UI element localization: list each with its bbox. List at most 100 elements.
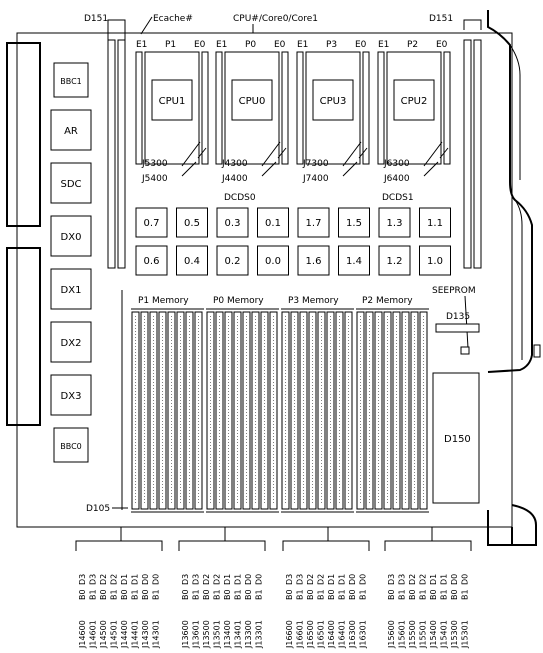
dimm-code-label: B1 — [317, 589, 326, 600]
dimm-connector-label: J13301 — [255, 620, 264, 649]
cpu-chip — [231, 79, 273, 121]
chip-dx3: DX3 — [50, 374, 92, 416]
dimm-connector-label: J14600 — [78, 620, 87, 649]
p1-memory-label: P1 Memory — [138, 296, 189, 306]
cpu-e1-label: E1 — [297, 40, 308, 50]
dimm-slot — [140, 311, 149, 510]
dimm-slot — [344, 311, 353, 510]
dimm-connector-label: J16400 — [327, 620, 336, 649]
ecache-slot-e0 — [443, 51, 451, 165]
dimm-bank-label: D3 — [89, 574, 98, 585]
dimm-bank-label: D0 — [244, 574, 253, 585]
cpu-e1-label: E1 — [216, 40, 227, 50]
dimm-slot — [308, 311, 317, 510]
dimm-bank-label: D3 — [181, 574, 190, 585]
dimm-connector-label: J13601 — [192, 620, 201, 649]
dimm-connector-label: J14400 — [120, 620, 129, 649]
dimm-connector-label: J13501 — [213, 620, 222, 649]
dimm-bank-label: D2 — [317, 574, 326, 585]
memory-bank-group — [206, 308, 279, 513]
dimm-bank-label: D0 — [141, 574, 150, 585]
cpu-connector-j-bottom: J4400 — [221, 174, 248, 184]
dimm-connector-label: J15300 — [450, 620, 459, 649]
chip-bbc1: BBC1 — [53, 62, 89, 98]
d135-connector — [435, 323, 480, 333]
p3-memory-label: P3 Memory — [288, 296, 339, 306]
dimm-bank-label: D0 — [359, 574, 368, 585]
dimm-connector-label: J16500 — [306, 620, 315, 649]
dimm-slot — [131, 311, 140, 510]
chip-label: BBC1 — [60, 77, 82, 86]
chip-ar: AR — [50, 109, 92, 151]
dimm-slot — [206, 311, 215, 510]
dimm-code-label: B0 — [285, 589, 294, 600]
cpu-slot-label: P3 — [326, 40, 337, 50]
cpu-e0-label: E0 — [274, 40, 286, 50]
dimm-connector-label: J16401 — [338, 620, 347, 649]
dcds-chip: 0.5 — [176, 207, 208, 238]
dimm-slot — [374, 311, 383, 510]
dimm-connector-label: J13400 — [223, 620, 232, 649]
dimm-slot — [215, 311, 224, 510]
dimm-slot — [356, 311, 365, 510]
dimm-slot — [260, 311, 269, 510]
chip-dx2: DX2 — [50, 321, 92, 363]
dcds-chip: 1.1 — [419, 207, 451, 238]
chip-dx0: DX0 — [50, 215, 92, 257]
d105-label: D105 — [86, 504, 110, 514]
ecache-slot-e0 — [201, 51, 209, 165]
d151-left-slot-1 — [107, 39, 116, 269]
cpu-slot-label: P2 — [407, 40, 418, 50]
dcds-chip-label: 1.2 — [387, 256, 403, 267]
dimm-connector-label: J13600 — [181, 620, 190, 649]
dimm-bank-label: D2 — [99, 574, 108, 585]
chip-label: AR — [64, 126, 78, 137]
dcds-chip-label: 0.0 — [265, 256, 281, 267]
dimm-code-label: B1 — [338, 589, 347, 600]
dimm-slot — [194, 311, 203, 510]
dcds-chip: 1.0 — [419, 245, 451, 276]
dimm-code-label: B1 — [359, 589, 368, 600]
chip-label: BBC0 — [60, 442, 82, 451]
cpu-connector-j-bottom: J7400 — [302, 174, 329, 184]
ecache-label: Ecache# — [153, 14, 193, 24]
dcds1-label: DCDS1 — [382, 193, 414, 203]
cpu-slot-label: P0 — [245, 40, 256, 50]
d150-label: D150 — [444, 434, 471, 445]
dimm-code-label: B1 — [255, 589, 264, 600]
dimm-bank-label: D3 — [296, 574, 305, 585]
dimm-slot — [224, 311, 233, 510]
dimm-bank-label: D1 — [223, 574, 232, 585]
dcds-chip: 0.6 — [135, 245, 168, 276]
d151-right-slot-1 — [463, 39, 472, 269]
cpu-connector-j-top: J6300 — [383, 159, 410, 169]
dimm-code-label: B0 — [120, 589, 129, 600]
dimm-slot — [410, 311, 419, 510]
cpu-e1-label: E1 — [136, 40, 147, 50]
dimm-code-label: B1 — [234, 589, 243, 600]
dimm-slot — [281, 311, 290, 510]
seeprom-chip — [460, 346, 470, 355]
dimm-bank-label: D1 — [131, 574, 140, 585]
seeprom-label: SEEPROM — [432, 286, 476, 296]
dimm-label-group: D3B0J13600D3B1J13601D2B0J13500D2B1J13501… — [178, 527, 266, 649]
dimm-slot — [158, 311, 167, 510]
dimm-connector-label: J15301 — [461, 620, 470, 649]
dimm-code-label: B0 — [408, 589, 417, 600]
dimm-code-label: B1 — [419, 589, 428, 600]
dcds-chip: 0.7 — [135, 207, 168, 238]
chip-sdc: SDC — [50, 162, 92, 204]
dimm-slot — [392, 311, 401, 510]
dimm-code-label: B0 — [387, 589, 396, 600]
dimm-code-label: B1 — [440, 589, 449, 600]
dimm-slot — [317, 311, 326, 510]
cpu-e0-label: E0 — [355, 40, 367, 50]
dimm-bank-label: D0 — [255, 574, 264, 585]
dimm-bank-label: D0 — [348, 574, 357, 585]
cpu-e1-label: E1 — [378, 40, 389, 50]
dcds-chip: 1.3 — [378, 207, 411, 238]
